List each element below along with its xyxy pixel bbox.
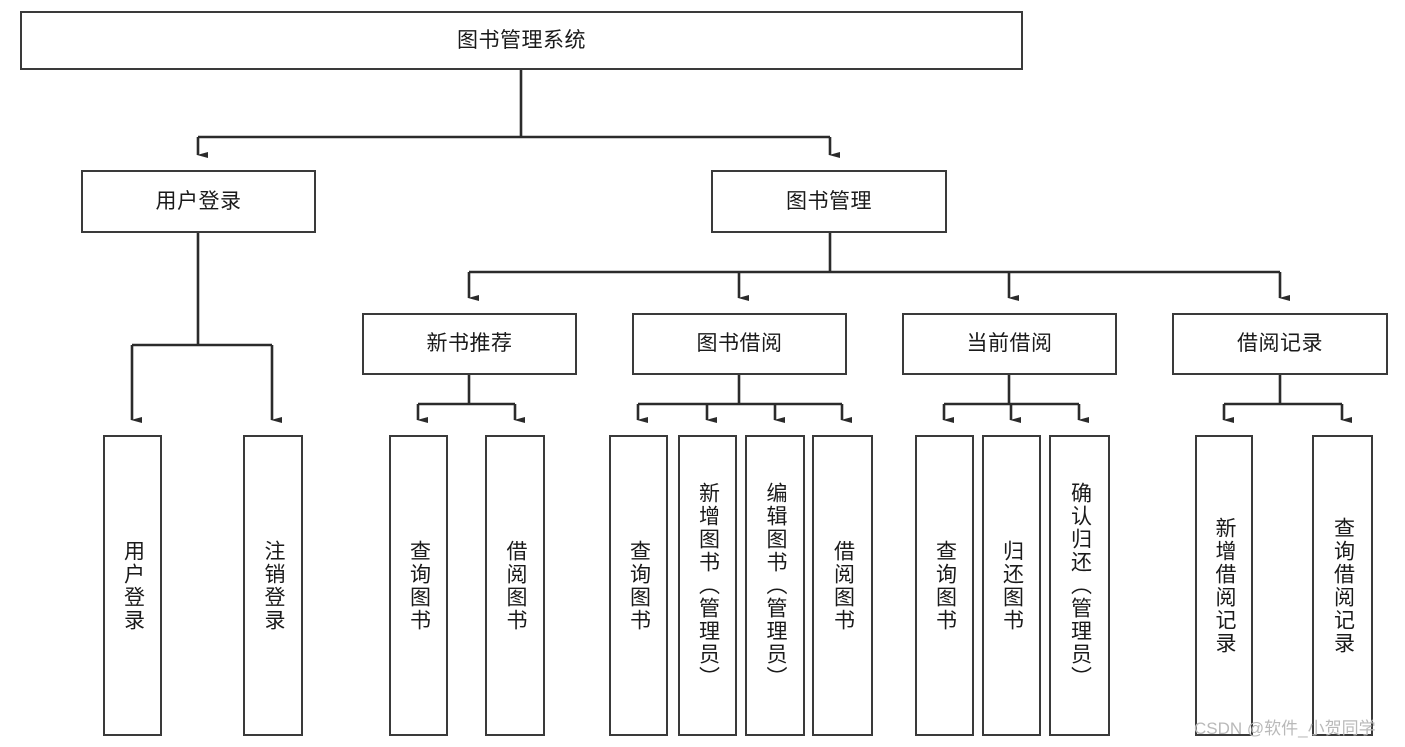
node-user-login[interactable]: 用户登录 <box>81 170 316 233</box>
node-new-book-recommend-label: 新书推荐 <box>426 332 513 356</box>
node-leaf-logout[interactable]: 注销登录 <box>243 435 303 736</box>
node-leaf-query-book-1[interactable]: 查询图书 <box>389 435 448 736</box>
node-leaf-confirm-return[interactable]: 确认归还（管理员） <box>1049 435 1110 736</box>
node-book-manage-label: 图书管理 <box>786 189 872 213</box>
node-leaf-borrow-book-2[interactable]: 借阅图书 <box>812 435 873 736</box>
node-root-label: 图书管理系统 <box>457 28 586 52</box>
node-leaf-query-book-3[interactable]: 查询图书 <box>915 435 974 736</box>
node-leaf-add-book-label: 新增图书（管理员） <box>696 482 720 689</box>
node-leaf-borrow-book-1-label: 借阅图书 <box>504 539 528 632</box>
node-leaf-borrow-book-1[interactable]: 借阅图书 <box>485 435 545 736</box>
node-leaf-add-record[interactable]: 新增借阅记录 <box>1195 435 1253 736</box>
node-leaf-query-book-3-label: 查询图书 <box>933 539 957 632</box>
node-leaf-return-book[interactable]: 归还图书 <box>982 435 1041 736</box>
node-leaf-query-book-2[interactable]: 查询图书 <box>609 435 668 736</box>
node-leaf-edit-book-label: 编辑图书（管理员） <box>764 482 788 689</box>
node-leaf-add-record-label: 新增借阅记录 <box>1213 516 1237 655</box>
node-leaf-user-login-label: 用户登录 <box>121 539 145 632</box>
node-leaf-query-record-label: 查询借阅记录 <box>1331 516 1355 655</box>
node-user-login-label: 用户登录 <box>155 189 242 213</box>
node-borrow-record[interactable]: 借阅记录 <box>1172 313 1388 375</box>
node-leaf-edit-book[interactable]: 编辑图书（管理员） <box>745 435 805 736</box>
node-leaf-add-book[interactable]: 新增图书（管理员） <box>678 435 737 736</box>
node-leaf-query-book-1-label: 查询图书 <box>407 539 431 632</box>
node-root[interactable]: 图书管理系统 <box>20 11 1023 70</box>
node-book-borrow[interactable]: 图书借阅 <box>632 313 847 375</box>
node-current-borrow-label: 当前借阅 <box>966 332 1053 356</box>
node-leaf-query-book-2-label: 查询图书 <box>627 539 651 632</box>
node-leaf-query-record[interactable]: 查询借阅记录 <box>1312 435 1373 736</box>
node-new-book-recommend[interactable]: 新书推荐 <box>362 313 577 375</box>
node-current-borrow[interactable]: 当前借阅 <box>902 313 1117 375</box>
node-book-borrow-label: 图书借阅 <box>696 332 783 356</box>
node-leaf-confirm-return-label: 确认归还（管理员） <box>1068 482 1092 689</box>
node-leaf-user-login[interactable]: 用户登录 <box>103 435 162 736</box>
node-leaf-logout-label: 注销登录 <box>262 539 286 632</box>
node-borrow-record-label: 借阅记录 <box>1237 332 1323 356</box>
node-leaf-return-book-label: 归还图书 <box>1000 539 1024 632</box>
node-book-manage[interactable]: 图书管理 <box>711 170 947 233</box>
node-leaf-borrow-book-2-label: 借阅图书 <box>831 539 855 632</box>
